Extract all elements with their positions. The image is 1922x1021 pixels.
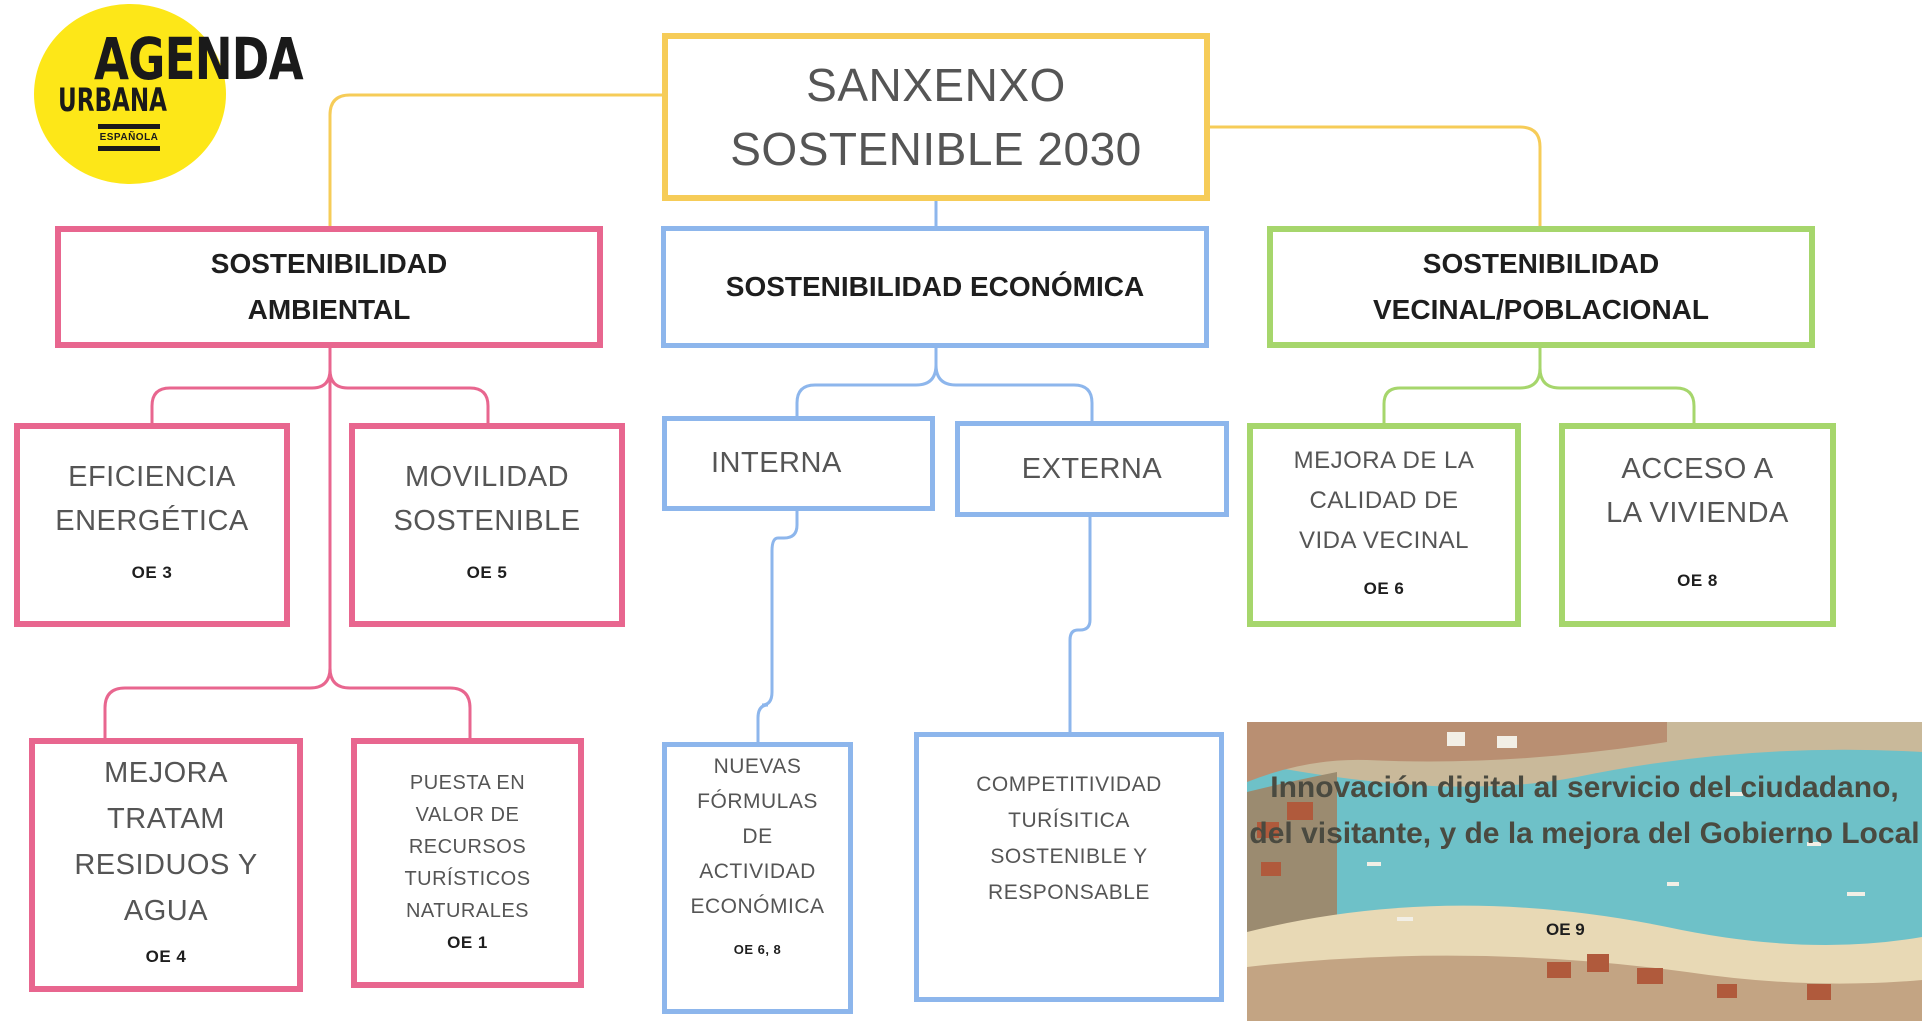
logo-line-2: URBANA [58, 81, 167, 119]
pillar-vecinal-line-2: VECINAL/POBLACIONAL [1373, 294, 1709, 325]
pillar-economica: SOSTENIBILIDAD ECONÓMICA [661, 226, 1209, 348]
node-interna: INTERNA [662, 416, 935, 511]
root-title-line-2: SOSTENIBLE 2030 [730, 123, 1142, 175]
connector-root-vecinal [1206, 125, 1542, 229]
node-label: MEJORA TRATAM RESIDUOS Y AGUA [74, 757, 258, 927]
connector-ambiental-tree [103, 345, 490, 741]
node-label: MOVILIDAD SOSTENIBLE [393, 461, 581, 537]
node-label: MEJORA DE LA CALIDAD DE VIDA VECINAL [1293, 447, 1475, 554]
node-label: COMPETITIVIDAD TURÍSITICA SOSTENIBLE Y R… [976, 773, 1162, 904]
node-acceso-vivienda: ACCESO A LA VIVIENDA OE 8 [1559, 423, 1836, 627]
pillar-ambiental-line-2: AMBIENTAL [247, 294, 411, 325]
logo-line-3: ESPAÑOLA [99, 132, 159, 143]
logo-line-1: AGENDA [94, 25, 304, 93]
pillar-ambiental-line-1: SOSTENIBILIDAD [210, 248, 448, 279]
oe-badge: OE 8 [1677, 571, 1718, 590]
node-competitividad: COMPETITIVIDAD TURÍSITICA SOSTENIBLE Y R… [914, 732, 1224, 1002]
agenda-urbana-logo: AGENDA URBANA ESPAÑOLA [34, 4, 304, 184]
node-label: INTERNA [711, 447, 842, 479]
pillar-ambiental: SOSTENIBILIDAD AMBIENTAL [55, 226, 603, 348]
node-label: ACCESO A LA VIVIENDA [1606, 453, 1789, 529]
node-nuevas-formulas: NUEVAS FÓRMULAS DE ACTIVIDAD ECONÓMICA O… [662, 742, 853, 1014]
node-label: PUESTA EN VALOR DE RECURSOS TURÍSTICOS N… [404, 772, 531, 922]
connector-root-ambiental [328, 93, 667, 230]
oe-badge: OE 3 [131, 563, 173, 582]
connector-economica-tree [756, 345, 1094, 745]
oe-badge: OE 5 [466, 563, 508, 582]
oe-badge-digital: OE 9 [1546, 920, 1585, 939]
pillar-vecinal: SOSTENIBILIDAD VECINAL/POBLACIONAL [1267, 226, 1815, 348]
node-label: NUEVAS FÓRMULAS DE ACTIVIDAD ECONÓMICA [690, 755, 825, 918]
node-residuos-agua: MEJORA TRATAM RESIDUOS Y AGUA OE 4 [29, 738, 303, 992]
harbor-illustration [1247, 722, 1922, 1021]
node-movilidad-sostenible: MOVILIDAD SOSTENIBLE OE 5 [349, 423, 625, 627]
pillar-vecinal-line-1: SOSTENIBILIDAD [1422, 248, 1660, 279]
node-recursos-turisticos: PUESTA EN VALOR DE RECURSOS TURÍSTICOS N… [351, 738, 584, 988]
root-node: SANXENXO SOSTENIBLE 2030 [662, 33, 1210, 201]
oe-badge: OE 6 [1363, 579, 1405, 598]
node-externa: EXTERNA [955, 421, 1229, 517]
oe-badge: OE 6, 8 [733, 942, 782, 957]
node-label: EFICIENCIA ENERGÉTICA [55, 461, 249, 537]
node-label: EXTERNA [1021, 452, 1163, 485]
node-eficiencia-energetica: EFICIENCIA ENERGÉTICA OE 3 [14, 423, 290, 627]
connector-vecinal-tree [1382, 346, 1696, 426]
root-title-line-1: SANXENXO [806, 59, 1066, 111]
pillar-economica-label: SOSTENIBILIDAD ECONÓMICA [725, 271, 1145, 302]
oe-badge: OE 1 [447, 933, 488, 952]
node-calidad-vida: MEJORA DE LA CALIDAD DE VIDA VECINAL OE … [1247, 423, 1521, 627]
digital-innovation-text: Innovación digital al servicio del ciuda… [1249, 771, 1920, 850]
oe-badge: OE 4 [145, 947, 187, 966]
